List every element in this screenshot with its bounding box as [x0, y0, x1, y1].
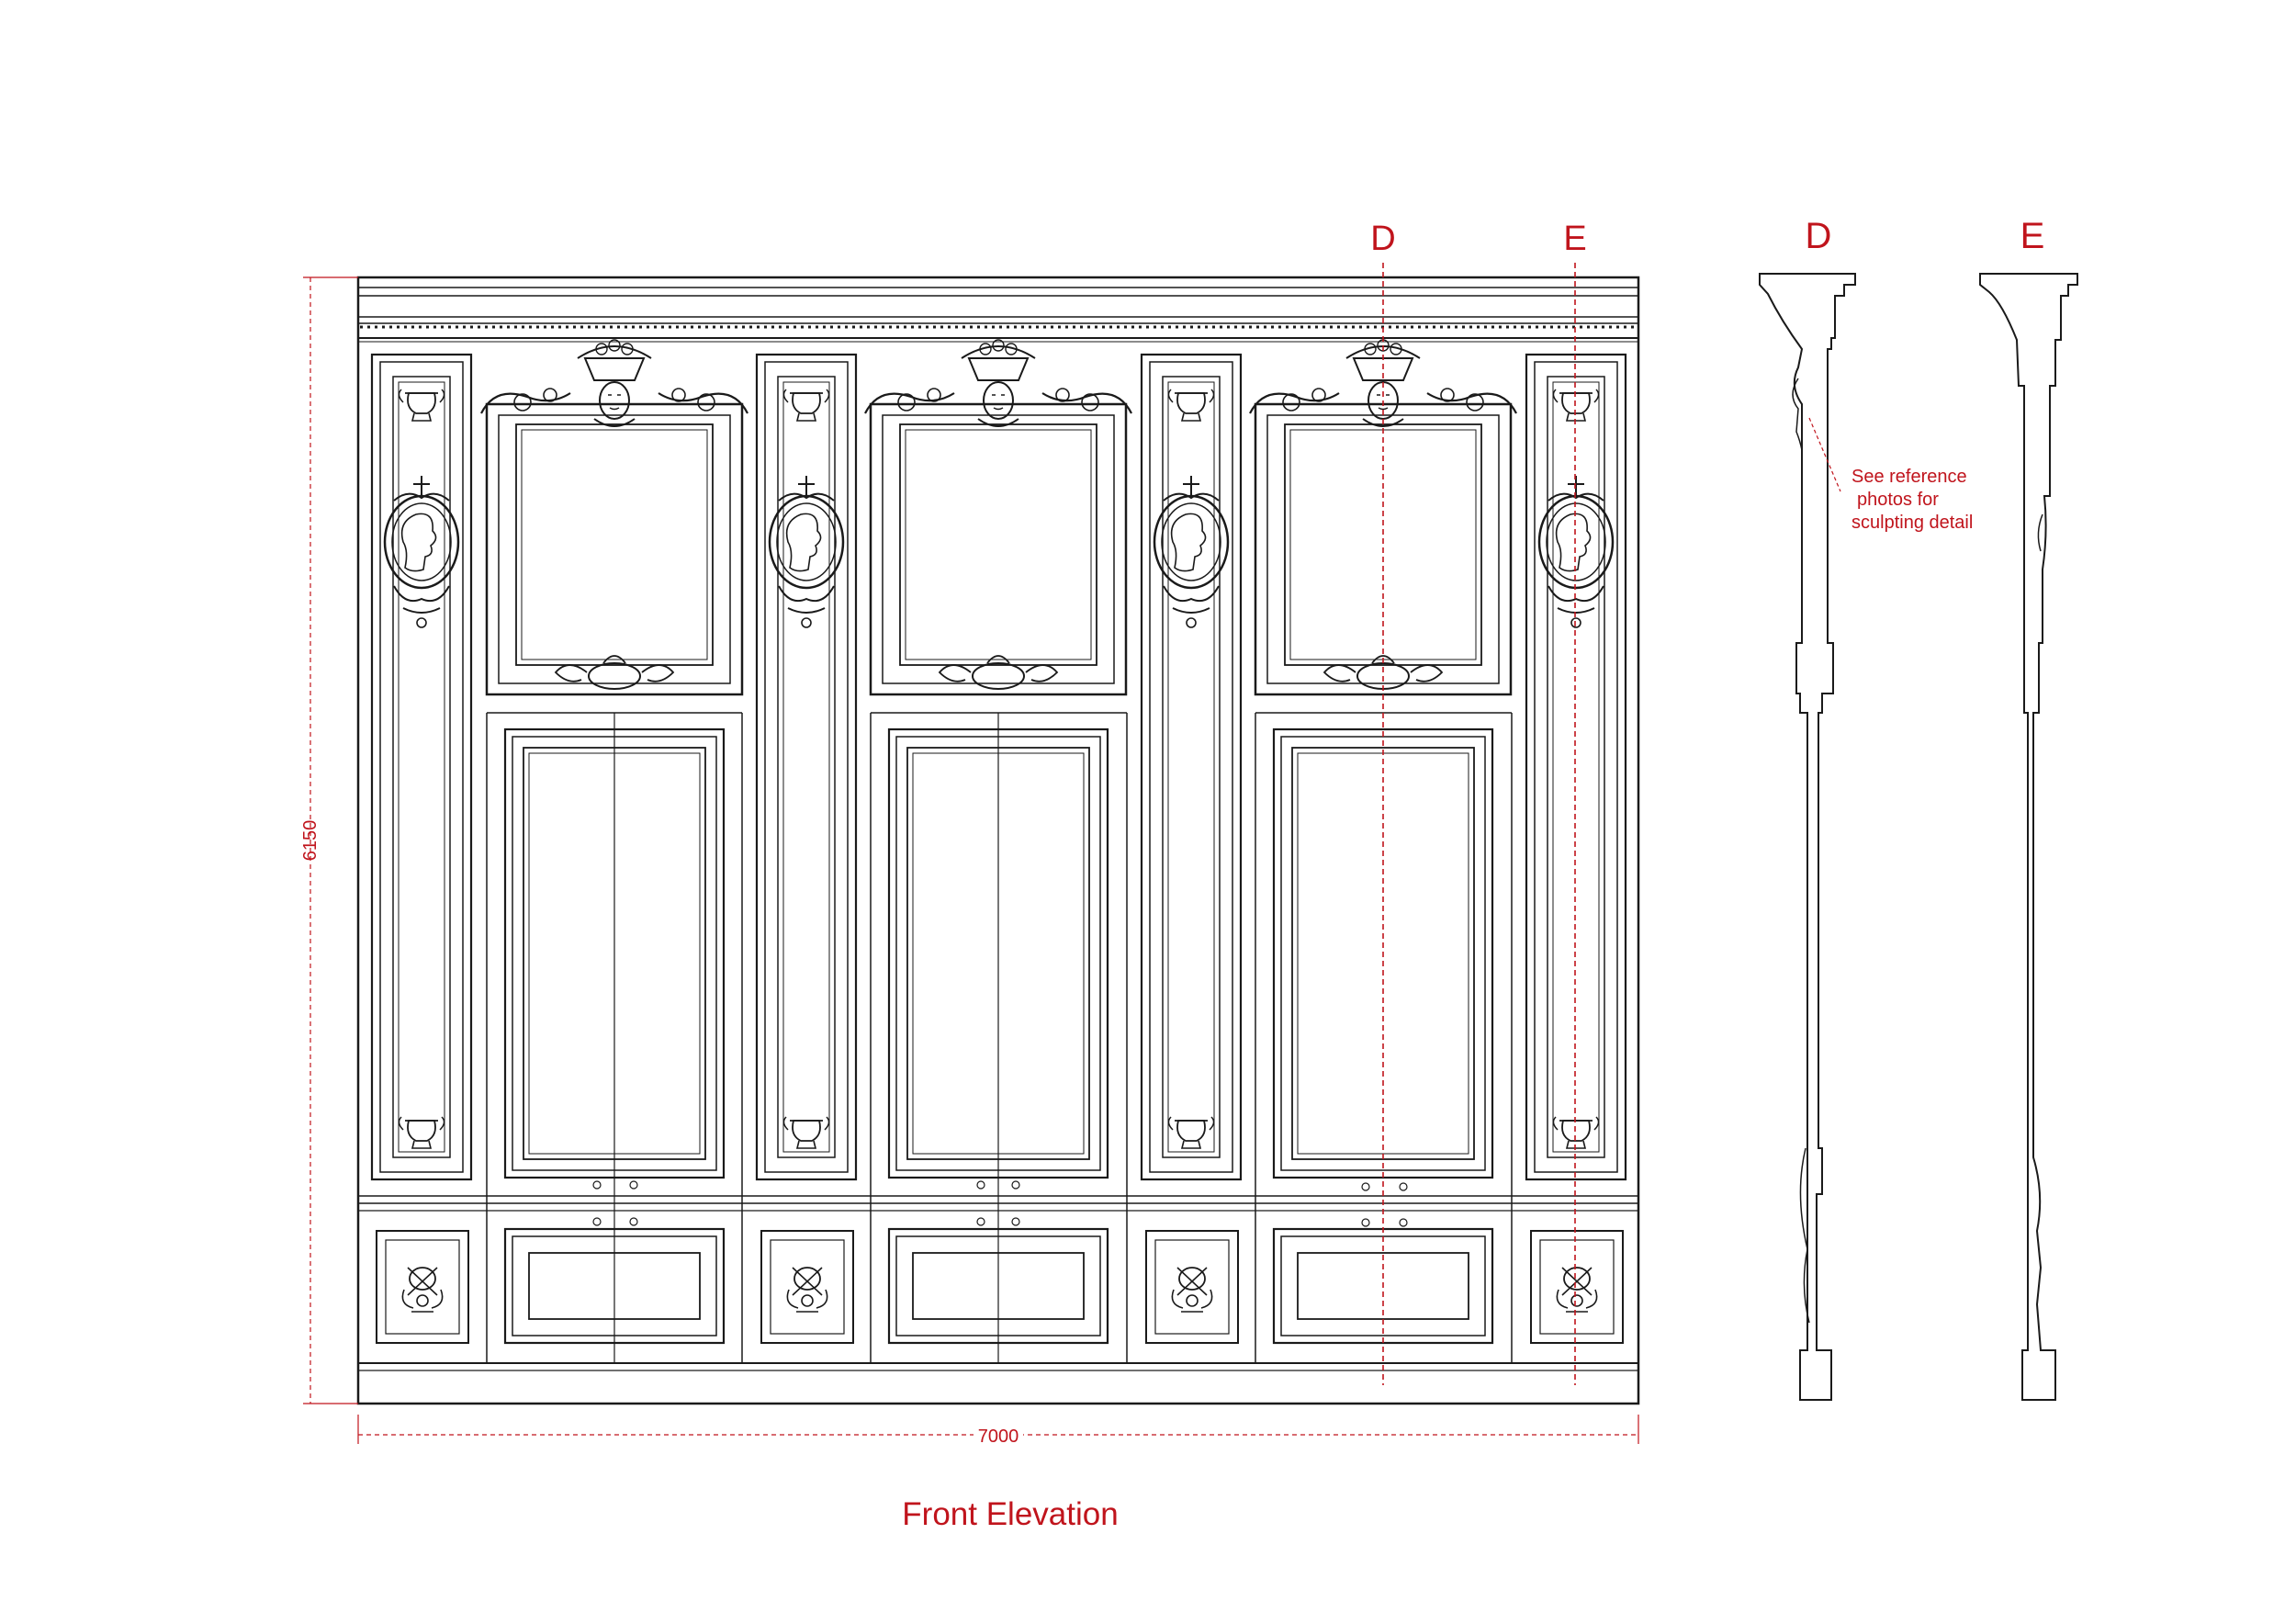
bay-dividers	[486, 712, 1513, 1363]
mirror-ornaments	[479, 338, 1518, 690]
door-hardware	[592, 1180, 1408, 1227]
height-dimension	[303, 276, 358, 1404]
section-cut-lines	[1382, 263, 1576, 1385]
section-view-e-label: E	[2020, 216, 2045, 256]
pilaster-panels	[370, 353, 1627, 1181]
annotation-note: See reference photos for sculpting detai…	[1851, 467, 1973, 533]
skirting	[358, 1362, 1638, 1371]
annotation-line-3: sculpting detail	[1851, 513, 1973, 533]
mirror-frames	[485, 402, 1513, 696]
drawing-title: Front Elevation	[902, 1496, 1118, 1532]
wall-elevation	[356, 276, 1640, 1405]
dado-ornaments	[401, 1267, 1598, 1313]
tall-panels	[503, 713, 1494, 1363]
section-profile-e	[1979, 273, 2078, 1401]
annotation-leader	[1808, 417, 1841, 492]
width-dimension-label: 7000	[978, 1427, 1019, 1447]
dado-panels	[376, 1227, 1624, 1345]
height-dimension-label: 6150	[300, 820, 321, 862]
annotation-line-2: photos for	[1857, 490, 1939, 510]
section-marker-e: E	[1563, 220, 1586, 258]
annotation-line-1: See reference	[1851, 467, 1967, 487]
section-view-d-label: D	[1806, 216, 1832, 256]
dado-rail	[358, 1195, 1638, 1212]
section-marker-d: D	[1370, 220, 1395, 258]
section-profile-d	[1759, 273, 1856, 1401]
